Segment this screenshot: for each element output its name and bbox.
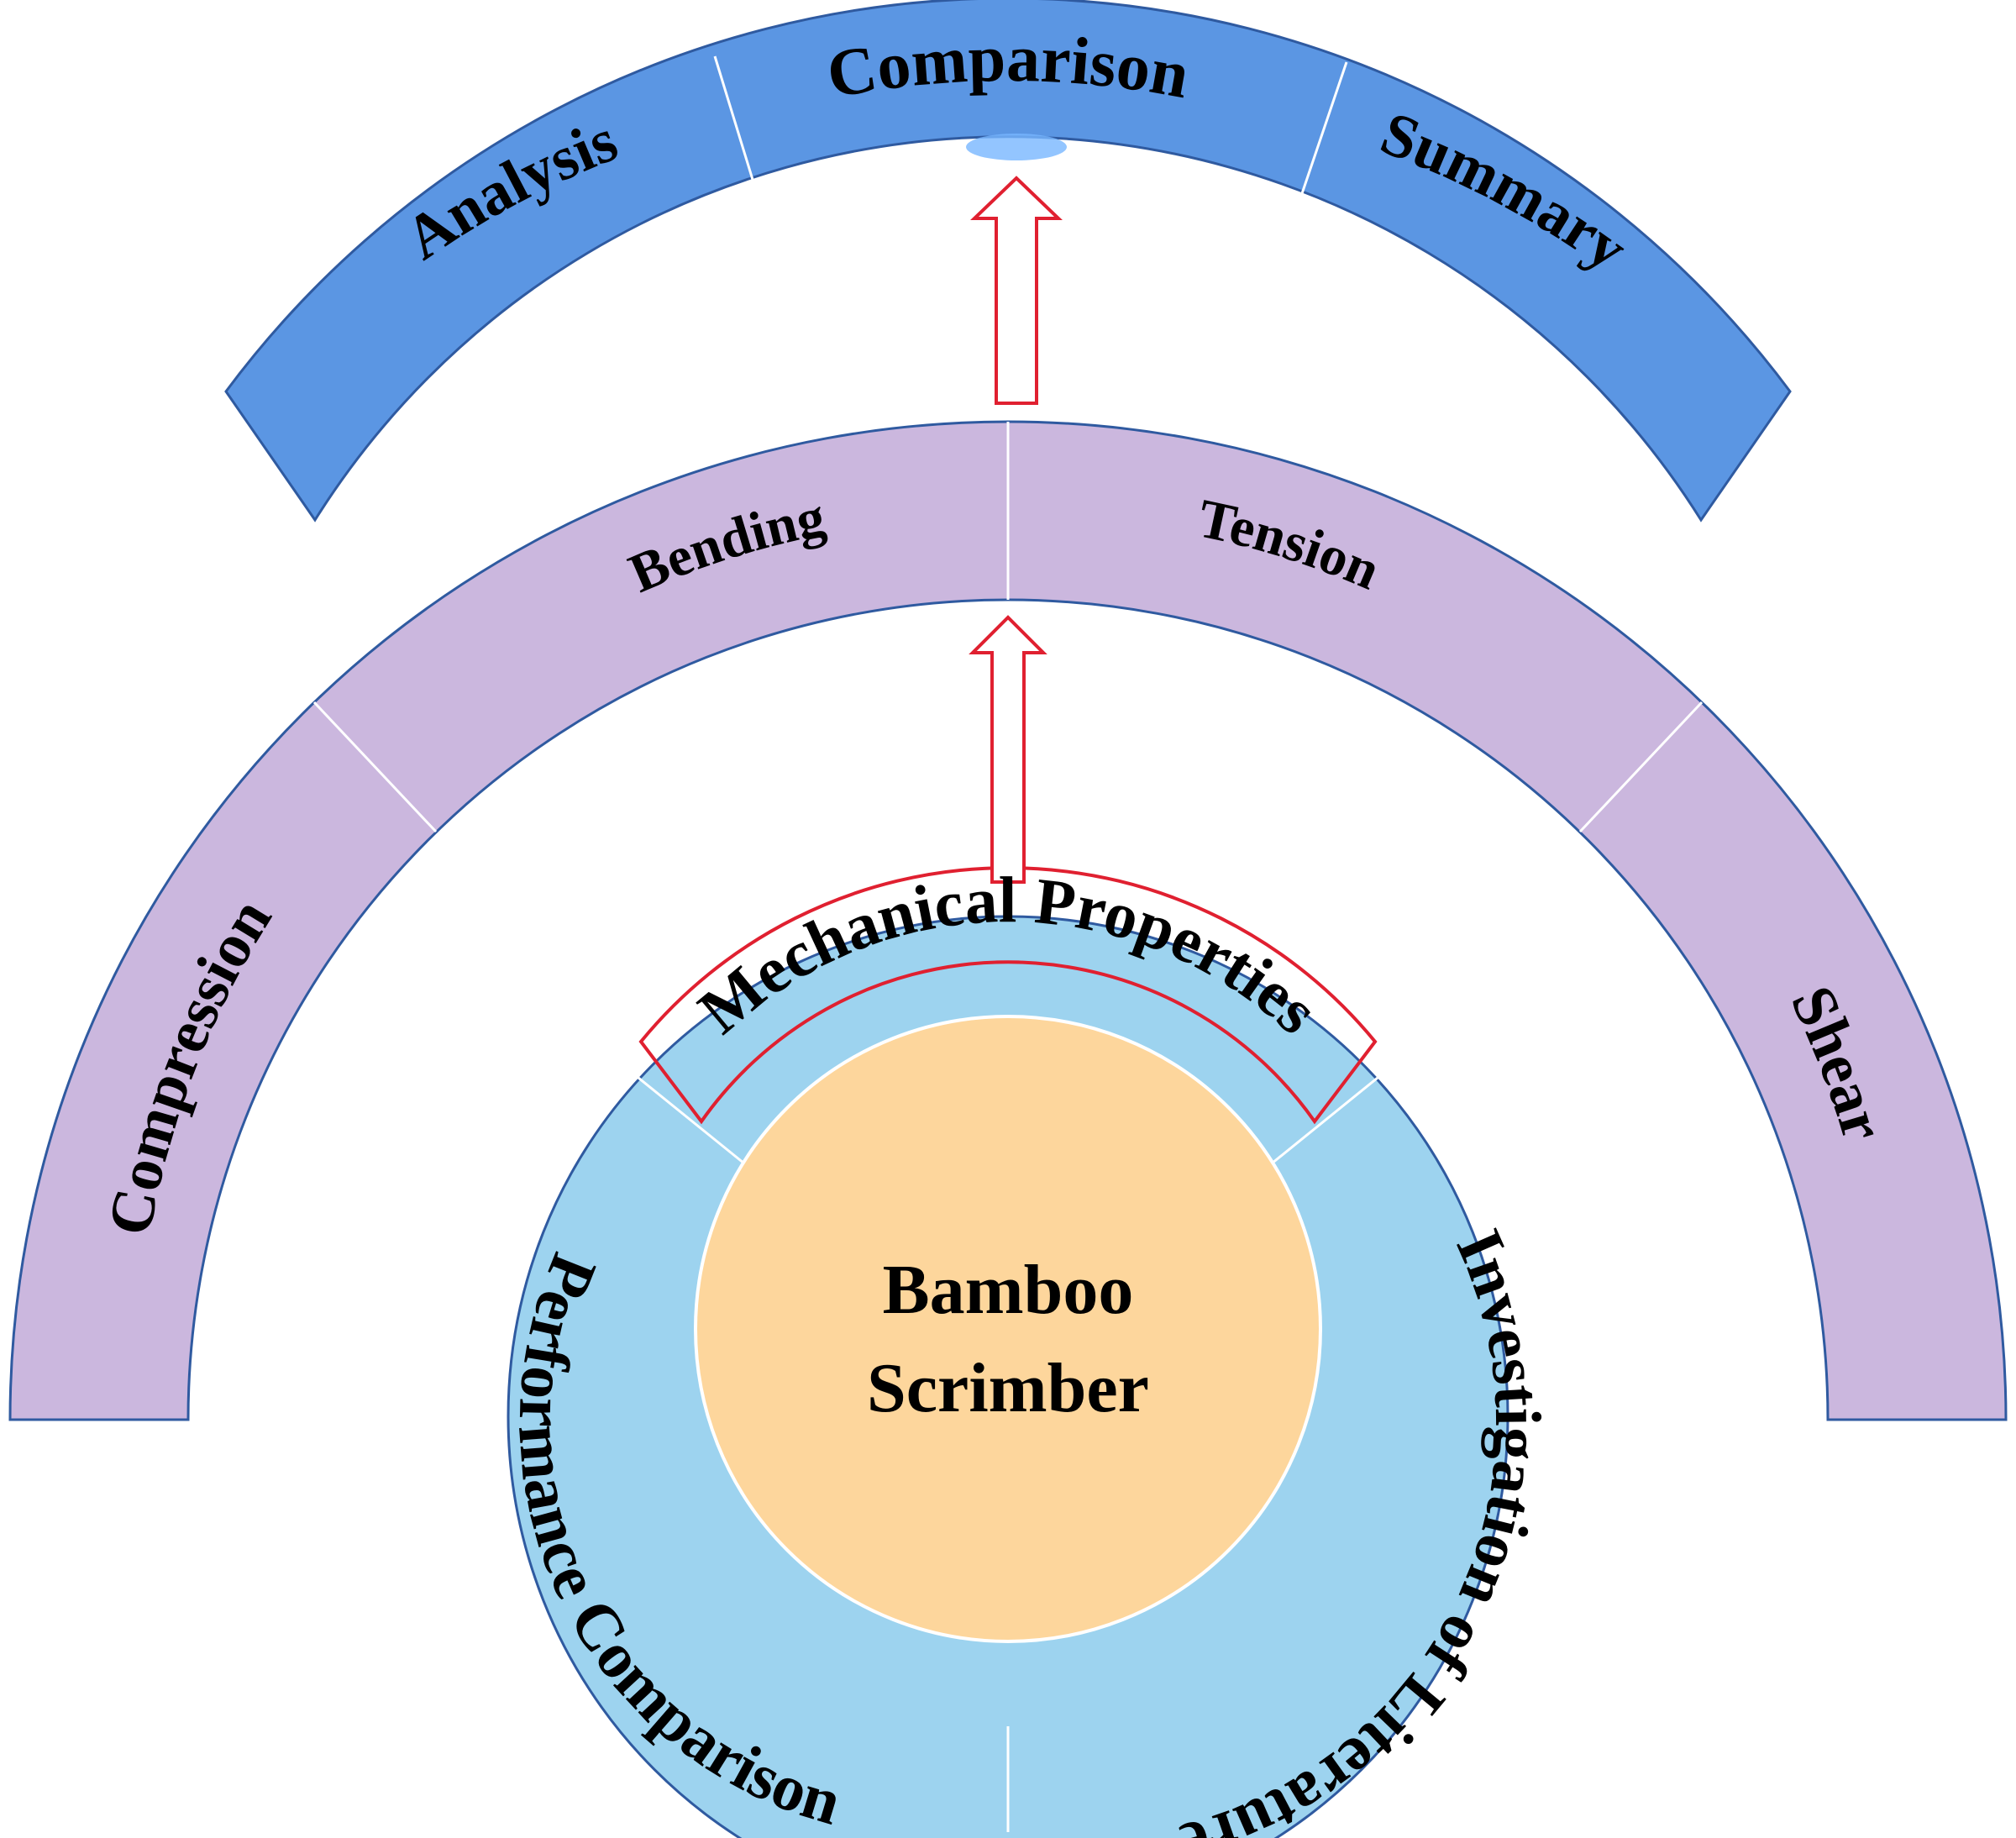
middle-arc-divider — [312, 701, 438, 833]
middle-arc-divider — [1578, 701, 1704, 833]
outer-arc — [224, 0, 1792, 523]
outer-arc-divider — [713, 55, 761, 202]
core-circle — [694, 1015, 1322, 1643]
middle-arc — [8, 420, 2008, 1421]
outer-arc-band — [224, 0, 1792, 523]
mechanical-properties-highlight — [638, 866, 1378, 1125]
outer-arc-divider — [1294, 61, 1348, 214]
middle-arc-band — [8, 420, 2008, 1421]
arrow-up-icon — [969, 615, 1047, 884]
arrow-up-icon — [970, 176, 1063, 405]
core-title-line2: Scrimber — [867, 1349, 1149, 1427]
inner-ring-divider — [598, 1044, 745, 1165]
outer-arc-highlight — [966, 134, 1067, 160]
core-title-line1: Bamboo — [883, 1251, 1134, 1329]
inner-ring-divider — [1271, 1044, 1418, 1165]
